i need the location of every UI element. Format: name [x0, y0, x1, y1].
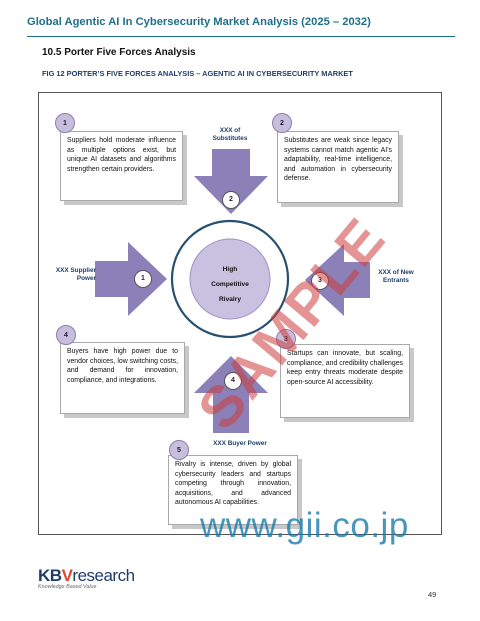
logo-wordmark: KBVresearch — [38, 566, 135, 586]
label-supplier-power: XXX Supplier Power — [55, 267, 96, 282]
label-buyer-power: XXX Buyer Power — [213, 440, 267, 447]
arrow-number-4: 4 — [224, 372, 242, 390]
title-divider — [27, 36, 455, 37]
box-badge-1: 1 — [55, 113, 75, 133]
box-badge-4: 4 — [56, 325, 76, 345]
box-badge-2: 2 — [272, 113, 292, 133]
arrow-new-entrants — [305, 244, 370, 316]
arrow-buyer-power — [194, 356, 268, 433]
kbv-research-logo: KBVresearch Knowledge Based Value — [38, 566, 135, 590]
url-watermark: www.gii.co.jp — [200, 506, 409, 545]
arrow-supplier-power — [95, 242, 167, 316]
info-box-substitutes: Substitutes are weak since legacy system… — [277, 131, 399, 203]
diagram-frame — [38, 92, 442, 535]
info-box-buyers: Buyers have high power due to vendor cho… — [60, 342, 185, 414]
info-box-new-entrants: Startups can innovate, but scaling, comp… — [280, 344, 410, 418]
arrow-number-1: 1 — [134, 270, 152, 288]
logo-tagline: Knowledge Based Value — [38, 584, 97, 590]
center-line-1: High — [222, 266, 238, 273]
label-new-entrants: XXX of New Entrants — [378, 269, 414, 284]
center-line-2: Competitive — [211, 281, 249, 288]
box-badge-5: 5 — [169, 440, 189, 460]
logo-k: K — [38, 566, 50, 585]
arrow-number-3: 3 — [311, 272, 329, 290]
center-line-3: Rivalry — [219, 296, 241, 303]
figure-caption: FIG 12 PORTER’S FIVE FORCES ANALYSIS – A… — [42, 69, 353, 78]
arrow-substitutes — [194, 149, 268, 214]
box-badge-3: 3 — [276, 329, 296, 349]
info-box-suppliers: Suppliers hold moderate influence as mul… — [60, 131, 183, 201]
arrow-number-2: 2 — [222, 191, 240, 209]
document-title: Global Agentic AI In Cybersecurity Marke… — [27, 16, 371, 28]
rivalry-core — [189, 238, 271, 320]
info-box-rivalry: Rivalry is intense, driven by global cyb… — [168, 455, 298, 525]
section-heading: 10.5 Porter Five Forces Analysis — [42, 47, 196, 58]
page-number: 49 — [428, 590, 437, 599]
logo-b: B — [49, 566, 62, 585]
logo-v: V — [61, 566, 73, 585]
center-rivalry-label: High Competitive Rivalry — [196, 262, 264, 307]
label-substitutes: XXX of Substitutes — [212, 127, 248, 142]
logo-research: research — [72, 566, 135, 585]
